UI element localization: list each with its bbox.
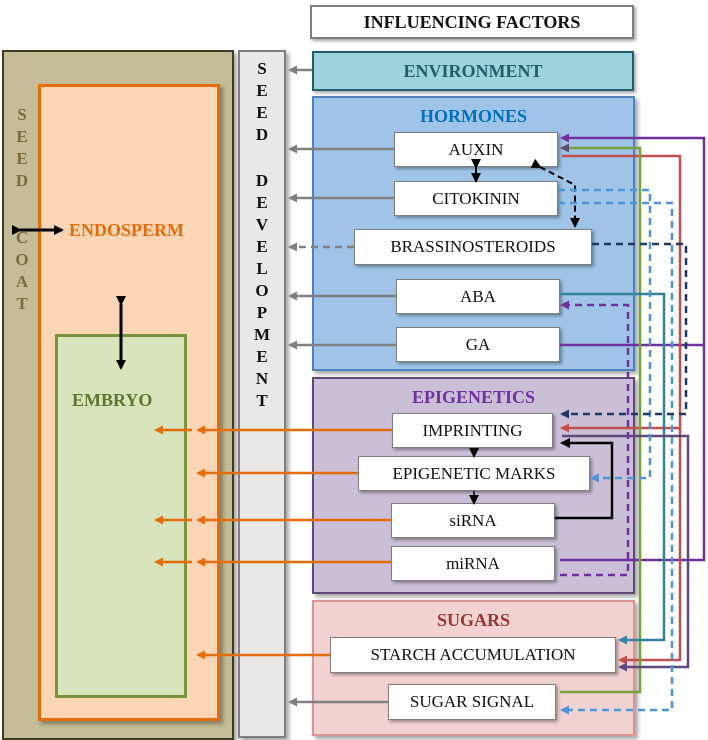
seed-development-letter: D: [255, 171, 269, 190]
right-connectors: [558, 133, 706, 715]
seed-coat-letter: S: [17, 105, 27, 124]
mirna-node: miRNA: [391, 546, 555, 581]
ga-mirna-line: [560, 343, 706, 562]
seed-development-letter: E: [256, 237, 268, 256]
sugar-signal-to-auxin-arrow: [560, 143, 642, 694]
embryo-region: EMBRYO: [55, 334, 187, 698]
sugars-title: SUGARS: [436, 610, 511, 630]
brassinosteroids-to-imprinting-arrow: [560, 242, 688, 419]
seed-development-column: S E E D D E V E L O P M E N T: [238, 50, 286, 738]
ga-to-auxin-arrow: [560, 133, 706, 345]
seed-development-letter: V: [255, 215, 269, 234]
auxin-to-imprinting-arrow: [560, 154, 682, 433]
brassinosteroids-node: BRASSINOSTEROIDS: [354, 229, 592, 265]
imprinting-to-starch-arrow: [562, 434, 690, 672]
auxin-brassinosteroids-arrow: [530, 158, 580, 228]
embryo-label: EMBRYO: [72, 390, 153, 410]
hormones-title: HORMONES: [419, 106, 527, 126]
aba-node: ABA: [396, 279, 560, 314]
seed-development-letter: D: [255, 125, 269, 144]
sirna-node: siRNA: [391, 503, 555, 538]
sirna-imprinting-arrow: [555, 438, 614, 520]
seed-development-letter: P: [256, 303, 268, 322]
gray-arrows: [288, 65, 396, 707]
starch-accumulation-node: STARCH ACCUMULATION: [330, 637, 616, 673]
endosperm-label: ENDOSPERM: [69, 220, 185, 240]
ga-node: GA: [396, 327, 560, 362]
seed-coat-letter: E: [16, 127, 28, 146]
influencing-factors-title: INFLUENCING FACTORS: [310, 5, 634, 39]
sugar-signal-node: SUGAR SIGNAL: [388, 684, 556, 720]
seed-development-letter: O: [255, 281, 269, 300]
seed-coat-letter: E: [16, 149, 28, 168]
seed-development-letter: M: [253, 325, 271, 344]
seed-coat-letter: A: [15, 272, 29, 291]
aba-to-starch-arrow: [560, 292, 666, 645]
environment-box: ENVIRONMENT: [312, 51, 634, 91]
seed-coat-letter: O: [15, 250, 29, 269]
citokinin-to-sugar-signal-arrow: [558, 201, 674, 715]
seed-development-letter: E: [256, 103, 268, 122]
seed-coat-letter: D: [15, 171, 29, 190]
seed-development-letter: N: [255, 369, 269, 388]
seed-development-letter: E: [256, 193, 268, 212]
seed-development-letter: L: [256, 259, 268, 278]
seed-development-letter: S: [257, 59, 267, 78]
seed-development-letter: E: [256, 347, 268, 366]
orange-arrows: [154, 425, 392, 660]
epigenetics-title: EPIGENETICS: [411, 387, 536, 407]
seed-development-letter: T: [256, 391, 268, 410]
black-arrows: [12, 158, 614, 520]
seed-development-letter: E: [256, 81, 268, 100]
citokinin-to-marks-arrow: [558, 188, 652, 483]
seed-development-label: S E E D D E V E L O P M E N T: [252, 58, 272, 412]
seed-coat-letter: T: [16, 294, 28, 313]
imprinting-node: IMPRINTING: [392, 413, 553, 448]
